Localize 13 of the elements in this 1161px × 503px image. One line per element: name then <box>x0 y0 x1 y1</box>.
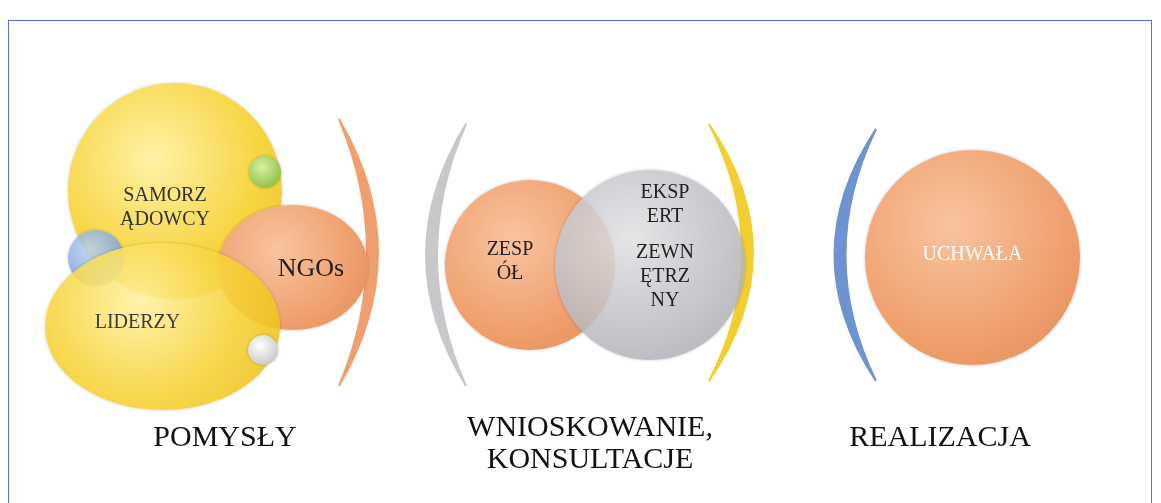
stage-label: WNIOSKOWANIE, KONSULTACJE <box>466 410 714 474</box>
bubble-text: UCHWAŁA <box>921 240 1024 265</box>
bubble-text: ZESP ÓŁ <box>485 236 535 284</box>
bubble-text: SAMORZ ĄDOWCY <box>119 182 211 230</box>
bubble-text: NGOs <box>276 255 346 280</box>
bracket <box>833 128 877 382</box>
bracket <box>708 123 754 382</box>
bracket <box>425 123 467 387</box>
stage-label: POMYSŁY <box>152 420 298 452</box>
stage-label: REALIZACJA <box>848 420 1032 452</box>
bubble-text: ZEWN ĘTRZ NY <box>635 239 695 311</box>
bubble-text: EKSP ERT <box>639 179 691 227</box>
bubble-text: LIDERZY <box>93 308 182 333</box>
